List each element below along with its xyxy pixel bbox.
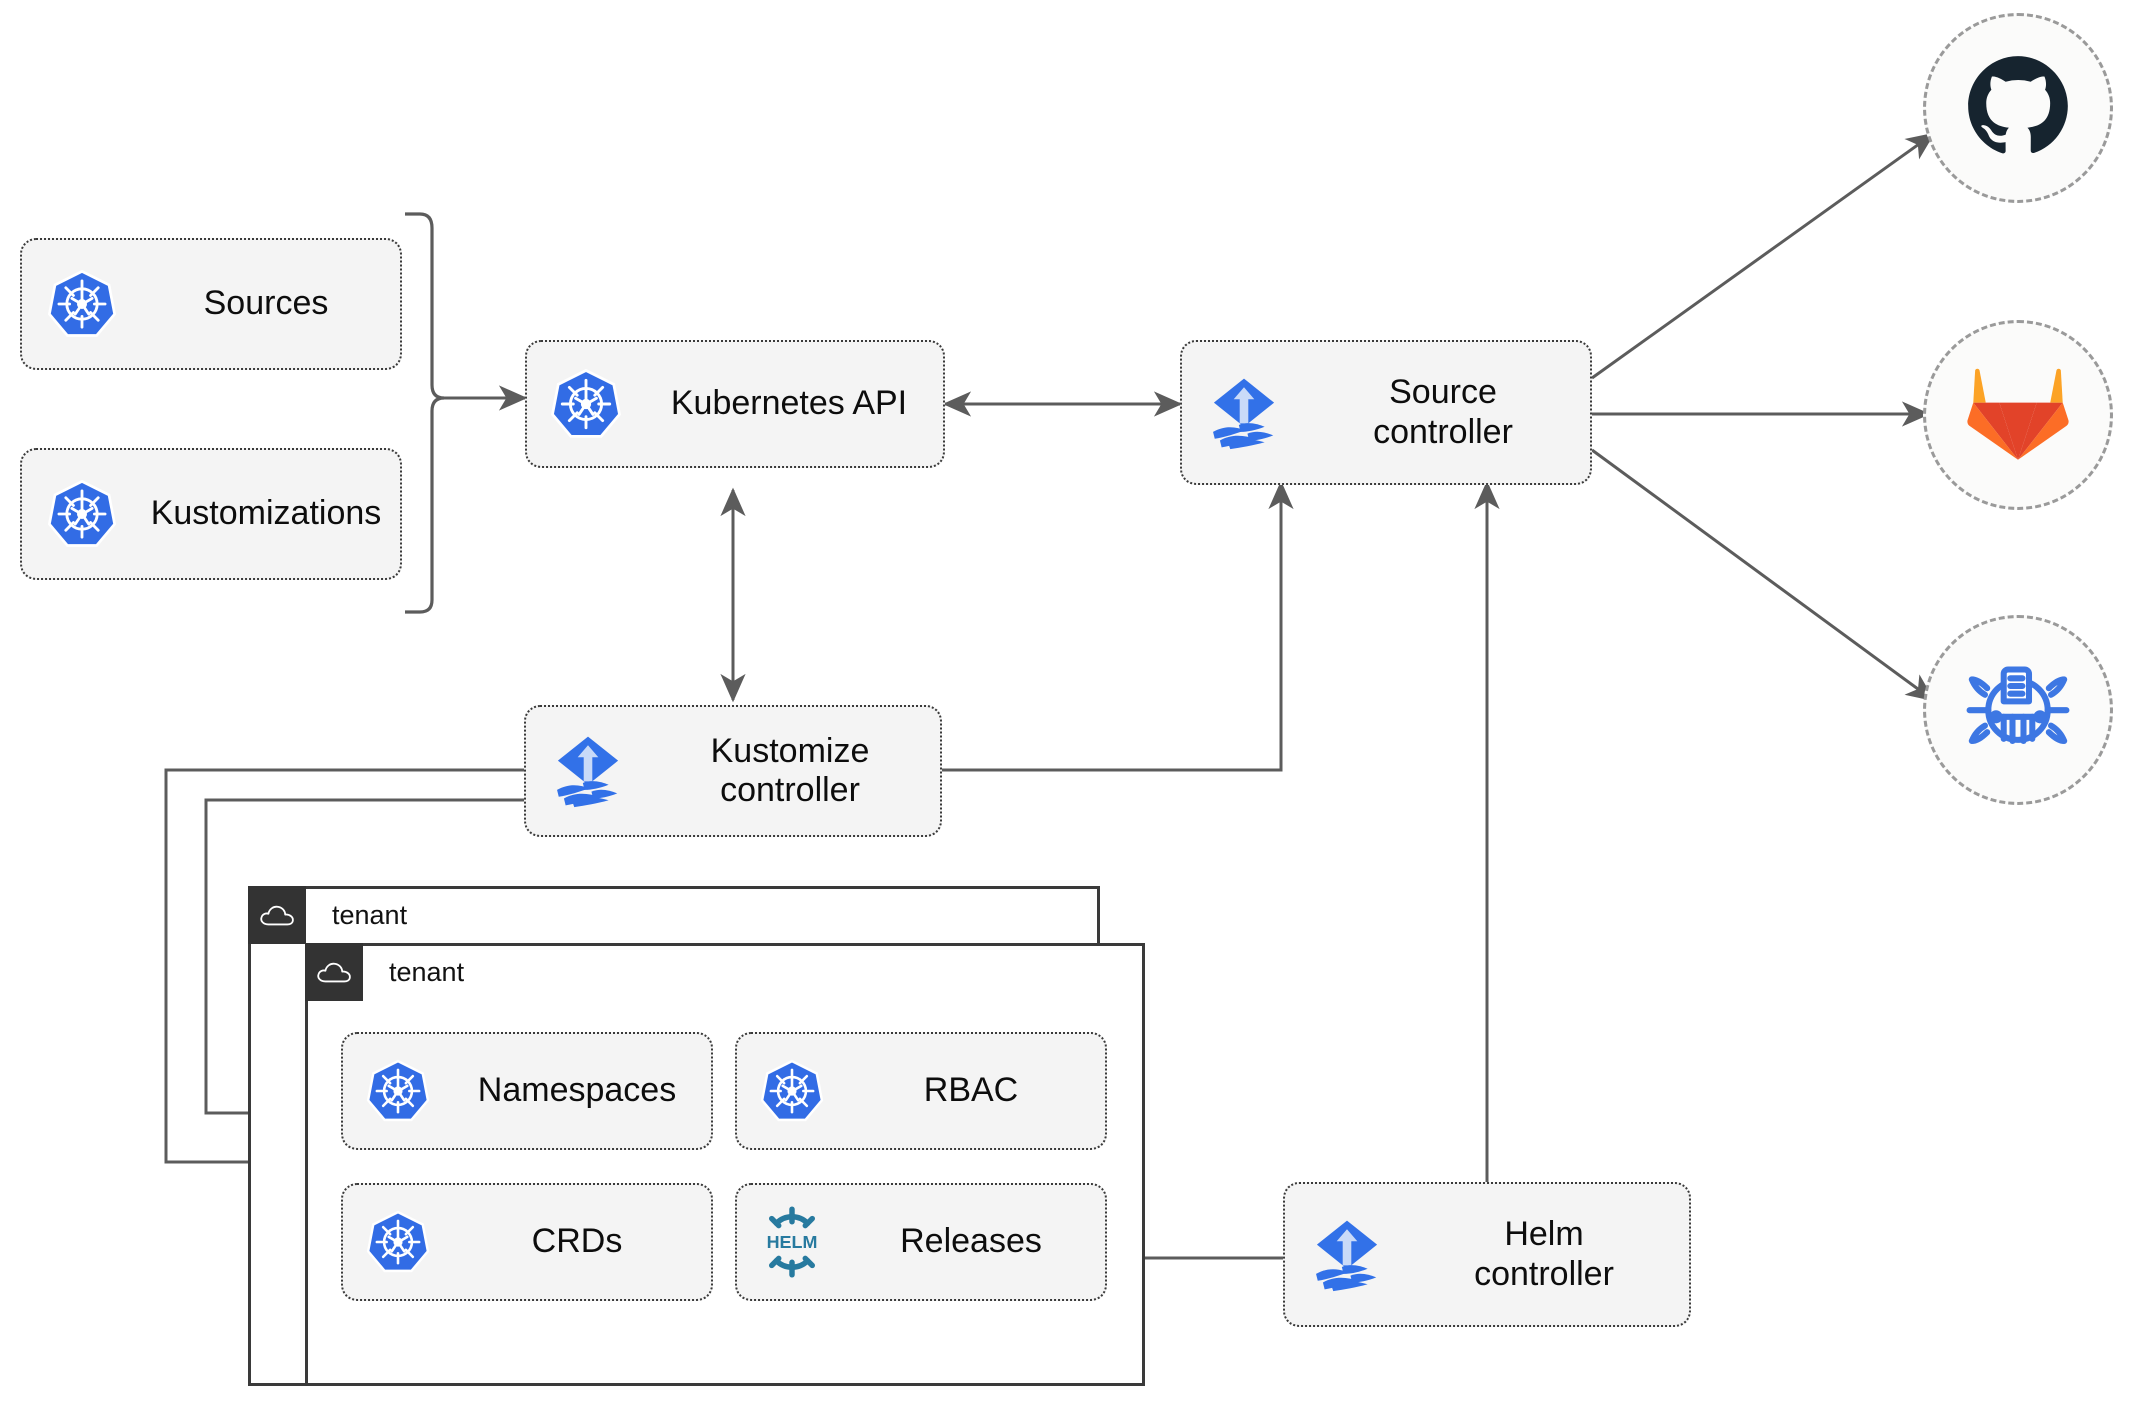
kubernetes-icon — [22, 268, 142, 340]
node-sources[interactable]: Sources — [20, 238, 402, 370]
node-kustomizations[interactable]: Kustomizations — [20, 448, 402, 580]
helm-chart-repo-icon — [1963, 653, 2073, 768]
provider-helm-repository[interactable] — [1923, 615, 2113, 805]
node-kustomizations-label: Kustomizations — [150, 494, 382, 533]
node-source-controller-label: Source controller — [1373, 373, 1513, 451]
provider-gitlab[interactable] — [1923, 320, 2113, 510]
cloud-icon — [248, 886, 306, 944]
tenant-header-inner: tenant — [305, 943, 464, 1001]
sources-bracket — [405, 212, 445, 614]
edge-source-to-github — [1591, 132, 1935, 380]
edge-source-to-helmrepo — [1591, 448, 1935, 702]
kubernetes-icon — [22, 478, 142, 550]
node-namespaces[interactable]: Namespaces — [341, 1032, 713, 1150]
node-rbac-label: RBAC — [923, 1071, 1019, 1110]
kubernetes-icon — [343, 1058, 453, 1124]
node-crds-label: CRDs — [531, 1222, 623, 1261]
tenant-label-outer: tenant — [332, 899, 408, 930]
github-icon — [1966, 54, 2070, 163]
gitlab-icon — [1966, 361, 2070, 470]
flux-icon — [1182, 370, 1306, 456]
node-namespaces-label: Namespaces — [477, 1071, 677, 1110]
node-crds[interactable]: CRDs — [341, 1183, 713, 1301]
tenant-header-outer: tenant — [248, 886, 407, 944]
node-source-controller[interactable]: Source controller — [1180, 340, 1592, 485]
node-helm-controller-label: Helm controller — [1474, 1215, 1614, 1293]
kubernetes-icon — [527, 367, 645, 441]
node-sources-label: Sources — [203, 284, 329, 323]
node-releases-label: Releases — [900, 1222, 1042, 1261]
node-kustomize-controller-label: Kustomize controller — [710, 731, 870, 809]
provider-github[interactable] — [1923, 13, 2113, 203]
flux-icon — [1285, 1212, 1409, 1298]
svg-text:HELM: HELM — [767, 1232, 818, 1252]
edge-kustomize-to-source — [942, 480, 1294, 772]
node-kustomize-controller[interactable]: Kustomize controller — [524, 705, 942, 837]
cloud-icon — [305, 943, 363, 1001]
kubernetes-icon — [343, 1209, 453, 1275]
kubernetes-icon — [737, 1058, 847, 1124]
node-kubernetes-api-label: Kubernetes API — [670, 384, 908, 423]
tenant-frame-inner: tenant — [305, 943, 1145, 1386]
node-rbac[interactable]: RBAC — [735, 1032, 1107, 1150]
node-helm-controller[interactable]: Helm controller — [1283, 1182, 1691, 1327]
flux-icon — [526, 728, 650, 814]
helm-icon: HELM — [737, 1203, 847, 1281]
node-releases[interactable]: HELM Releases — [735, 1183, 1107, 1301]
node-kubernetes-api[interactable]: Kubernetes API — [525, 340, 945, 468]
tenant-label-inner: tenant — [389, 956, 465, 987]
